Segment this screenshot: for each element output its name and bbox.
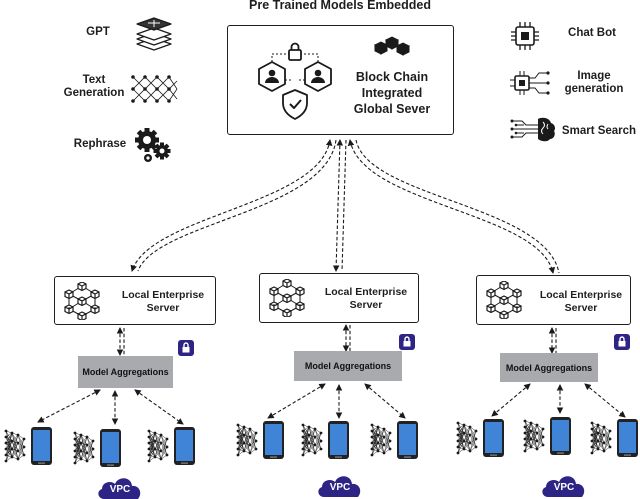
cloud-icon (98, 478, 141, 499)
server-network-icon (486, 281, 522, 319)
phone-neural-icon (523, 417, 571, 455)
vpc-cloud: VPC (96, 474, 144, 499)
brain-circuit-icon (510, 117, 555, 142)
model-chat-bot-label: Chat Bot (568, 27, 616, 39)
link-aggregation-to-device-2a (267, 383, 326, 419)
local-server-label-1: Local Enterprise Server (121, 289, 205, 315)
device-node (73, 427, 123, 474)
model-smart-search-label: Smart Search (561, 125, 637, 137)
link-aggregation-to-device-3c (584, 383, 626, 418)
link-global-to-server-2 (332, 139, 347, 272)
circuit-chip-icon (510, 71, 550, 95)
vpc-cloud: VPC (540, 472, 588, 497)
link-global-to-server-3 (347, 139, 560, 274)
link-aggregation-to-device-1a (37, 389, 101, 423)
device-node (456, 417, 506, 464)
secure-users-icon (258, 42, 332, 120)
lock-icon (399, 334, 415, 350)
gears-icon (135, 128, 171, 162)
layers-icon (136, 17, 172, 51)
server-network-icon (269, 279, 305, 317)
blockchain-cubes-icon (373, 36, 411, 56)
aggregation-box-1: Model Aggregations (78, 356, 173, 388)
device-node (523, 415, 573, 462)
diagram-title: Pre Trained Models Embedded (249, 0, 431, 12)
lock-icon (614, 334, 630, 350)
model-text-generation-label: Text Generation (63, 74, 125, 100)
lock-icon (178, 340, 194, 356)
aggregation-box-3: Model Aggregations (500, 353, 598, 382)
global-server-label: Block Chain Integrated Global Sever (353, 70, 431, 116)
local-server-label-3: Local Enterprise Server (539, 289, 623, 315)
phone-neural-icon (73, 429, 121, 467)
link-aggregation-to-device-3a (491, 383, 531, 417)
cloud-icon (318, 476, 361, 497)
device-node (4, 425, 54, 472)
vpc-label: VPC (109, 484, 131, 495)
model-gpt-label: GPT (86, 26, 110, 38)
neural-mesh-icon (131, 75, 178, 103)
aggregation-box-2: Model Aggregations (294, 351, 402, 381)
local-server-box-3: Local Enterprise Server (476, 275, 631, 325)
vpc-label: VPC (329, 482, 351, 493)
chip-icon (511, 22, 539, 50)
vpc-label: VPC (553, 482, 575, 493)
device-node (590, 417, 640, 464)
phone-neural-icon (147, 427, 195, 465)
device-node (236, 419, 286, 466)
cloud-icon (542, 476, 585, 497)
device-node (301, 419, 351, 466)
local-server-box-1: Local Enterprise Server (54, 276, 216, 325)
server-network-icon (64, 282, 100, 320)
phone-neural-icon (590, 419, 638, 457)
device-node (147, 425, 197, 472)
device-node (370, 419, 420, 466)
local-server-label-2: Local Enterprise Server (324, 286, 408, 312)
model-rephrase-label: Rephrase (73, 138, 127, 150)
phone-neural-icon (236, 421, 284, 459)
phone-neural-icon (4, 427, 52, 465)
phone-neural-icon (456, 419, 504, 457)
vpc-cloud: VPC (316, 472, 364, 497)
phone-neural-icon (370, 421, 418, 459)
phone-neural-icon (301, 421, 349, 459)
link-global-to-server-1 (130, 139, 337, 272)
global-server-box: Block Chain Integrated Global Sever (227, 25, 454, 135)
link-aggregation-to-device-2c (364, 383, 406, 419)
link-aggregation-to-device-1c (134, 389, 184, 425)
model-image-generation-label: Image generation (564, 70, 624, 96)
local-server-box-2: Local Enterprise Server (259, 273, 419, 323)
